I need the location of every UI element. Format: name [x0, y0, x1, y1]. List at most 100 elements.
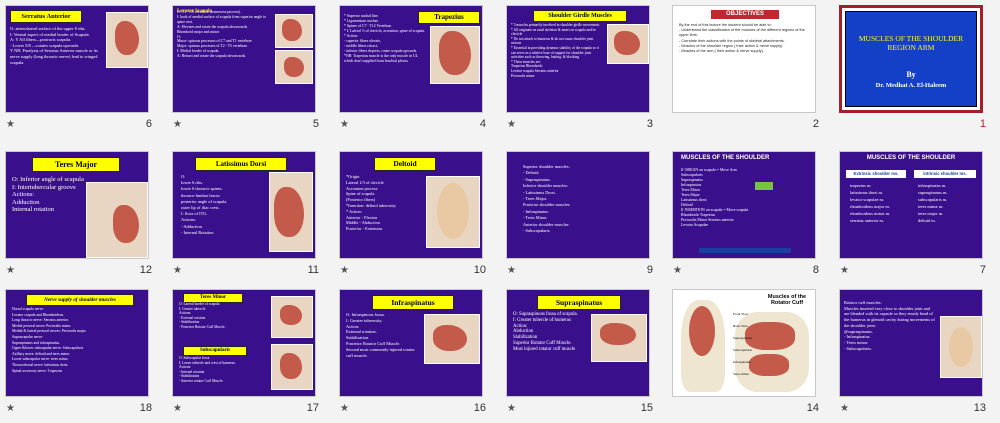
slide-5-title: Levator Scapula	[177, 9, 213, 14]
slide-thumbnail-8[interactable]: MUSCLES OF THE SHOULDER If ORIGIN on sca…	[667, 146, 833, 285]
star-icon: ★	[173, 403, 182, 414]
slide-2-title: OBJECTIVES	[711, 10, 779, 19]
slide-number: 6	[145, 118, 152, 130]
slide-18-title: Nerve supply of shoulder muscles	[26, 294, 134, 306]
slide-thumbnail-13[interactable]: Rotator cuff muscles: Muscles inserted v…	[834, 284, 1000, 423]
slide-thumbnail-14[interactable]: Muscles of the Rotator Cuff Front View B…	[667, 284, 833, 423]
serratus-anterior-image	[106, 12, 148, 68]
slide-number: 7	[979, 264, 986, 276]
slide-number: 17	[306, 402, 319, 414]
slide-number: 9	[646, 264, 653, 276]
slide-16-title: Infraspinatus	[372, 295, 454, 310]
slide-number: 13	[973, 402, 986, 414]
slide-15-title: Supraspinatus	[537, 295, 621, 310]
star-icon: ★	[840, 403, 849, 414]
slide-number: 3	[646, 118, 653, 130]
slide-7-col2: infraspinatus m. supraspinatus m. subsca…	[918, 183, 948, 223]
slide-11-body: O: lower 6 ribs. lower 6 thoracic spines…	[181, 174, 228, 235]
shoulder-bone-back	[735, 312, 809, 392]
slide-thumbnail-9[interactable]: Superior shoulder muscles: - Deltoid. - …	[501, 146, 667, 285]
star-icon: ★	[6, 403, 15, 414]
slide-4-title: Trapezius	[418, 11, 480, 24]
slide-7-title: MUSCLES OF THE SHOULDER	[840, 152, 982, 164]
star-icon: ★	[173, 265, 182, 276]
slide-number: 18	[139, 402, 152, 414]
slide-12-title: Teres Major	[32, 157, 120, 172]
slide-number: 5	[312, 118, 319, 130]
subscapularis-image	[271, 344, 313, 390]
slide-7-col2-head: intrinsic shoulder ms.	[914, 170, 976, 178]
slide-7-col1: trapezius m. latissimus dorsi m. levator…	[850, 183, 891, 223]
slide-1-title: MUSCLES OF THE SHOULDER REGION ARM	[858, 34, 964, 52]
slide-10-title: Deltoid	[374, 157, 436, 171]
slide-9-body: Superior shoulder muscles: - Deltoid. - …	[523, 164, 571, 234]
slide-thumbnail-16[interactable]: Infraspinatus O: Infraspinous fossa. I: …	[334, 284, 500, 423]
slide-number: 16	[473, 402, 486, 414]
slide-thumbnail-15[interactable]: Supraspinatus O: Supraspinous fossa of s…	[501, 284, 667, 423]
slide-thumbnail-7[interactable]: MUSCLES OF THE SHOULDER Extrinsic should…	[834, 146, 1000, 285]
star-icon: ★	[507, 403, 516, 414]
star-icon: ★	[840, 265, 849, 276]
star-icon: ★	[6, 119, 15, 130]
trapezius-image	[430, 26, 480, 84]
latissimus-dorsi-image	[269, 172, 313, 252]
slide-number: 11	[307, 264, 319, 276]
slide-number: 1	[979, 118, 986, 130]
star-icon: ★	[340, 403, 349, 414]
slide-14-title: Muscles of the Rotator Cuff	[767, 294, 807, 307]
slide-11-title: Latissimus Dorsi	[195, 157, 287, 171]
slide-4-body: * Superior nuchal line. * Ligamentum nuc…	[344, 14, 426, 63]
slide-number: 12	[139, 264, 152, 276]
slide-thumbnail-5[interactable]: O: C1 - C4 vertebrae (transverse process…	[167, 0, 333, 139]
teres-minor-image	[271, 296, 313, 338]
slide-thumbnail-3[interactable]: Shoulder Girdle Muscles * 5 muscles prim…	[501, 0, 667, 139]
rhomboid-image	[275, 50, 313, 84]
star-icon: ★	[340, 265, 349, 276]
slide-5-body: O: C1 - C4 vertebrae (transverse process…	[177, 10, 266, 59]
star-icon: ★	[173, 119, 182, 130]
levator-scapula-image	[275, 14, 313, 48]
slide-2-body: By the end of this lecture the student s…	[679, 23, 805, 54]
teres-major-image	[86, 182, 148, 258]
slide-number: 2	[812, 118, 819, 130]
slide-thumbnail-2[interactable]: OBJECTIVES By the end of this lecture th…	[667, 0, 833, 139]
slide-1-author: Dr. Medhat A. El-Haleem	[875, 82, 947, 89]
star-icon: ★	[507, 265, 516, 276]
slide-thumbnail-12[interactable]: Teres Major O: Inferior angle of scapula…	[0, 146, 166, 285]
shoulder-bone-front	[681, 300, 725, 392]
slide-6-title: Serratus Anterior	[10, 10, 82, 23]
slide-thumbnail-1[interactable]: MUSCLES OF THE SHOULDER REGION ARM By Dr…	[834, 0, 1000, 139]
slide-13-body: Rotator cuff muscles: Muscles inserted v…	[844, 300, 935, 351]
slide-thumbnail-11[interactable]: Latissimus Dorsi O: lower 6 ribs. lower …	[167, 146, 333, 285]
slide-3-body: * 5 muscles primarily involved in should…	[511, 23, 600, 78]
footer-bar	[699, 248, 791, 253]
slide-8-title: MUSCLES OF THE SHOULDER	[673, 152, 815, 164]
star-icon: ★	[507, 119, 516, 130]
slide-18-body: Dorsal scapula nerve: Levator scapula an…	[12, 307, 87, 373]
rotator-cuff-image	[940, 316, 982, 378]
slide-3-title: Shoulder Girdle Muscles	[533, 10, 627, 22]
slide-thumbnail-10[interactable]: Deltoid *Origin Lateral 1/3 of clavicle …	[334, 146, 500, 285]
slide-17-title2: Subscapularis	[183, 346, 247, 356]
slide-thumbnail-18[interactable]: Nerve supply of shoulder muscles Dorsal …	[0, 284, 166, 423]
slide-12-body: O: Inferior angle of scapula I: Intertub…	[12, 176, 84, 214]
slide-1-by: By	[906, 70, 916, 79]
star-icon: ★	[6, 265, 15, 276]
slide-10-body: *Origin Lateral 1/3 of clavicle Acromion…	[346, 174, 396, 232]
slide-15-body: O: Supraspinous fossa of scapula. I: Gre…	[513, 312, 578, 352]
slide-number: 4	[479, 118, 486, 130]
slide-number: 10	[473, 264, 486, 276]
slide-7-col1-head: Extrinsic shoulder ms.	[846, 170, 906, 178]
slide-thumbnail-17[interactable]: Teres Minor O: Lateral border of scapula…	[167, 284, 333, 423]
slide-thumbnail-6[interactable]: Serratus Anterior O: anterolateral surfa…	[0, 0, 166, 139]
slide-thumbnail-4[interactable]: Trapezius * Superior nuchal line. * Liga…	[334, 0, 500, 139]
slide-number: 14	[806, 402, 819, 414]
star-icon: ★	[340, 119, 349, 130]
slide-17-body: O: Lateral border of scapula I: Greater …	[179, 302, 226, 329]
slide-17-body2: O: Subscapular fossa I: Lesser tubercle …	[179, 356, 236, 383]
star-icon: ★	[673, 265, 682, 276]
deltoid-image	[426, 176, 480, 248]
slide-14-labels: Front View Back View Supraspinatus Subsc…	[733, 312, 753, 376]
supraspinatus-image	[591, 314, 647, 362]
